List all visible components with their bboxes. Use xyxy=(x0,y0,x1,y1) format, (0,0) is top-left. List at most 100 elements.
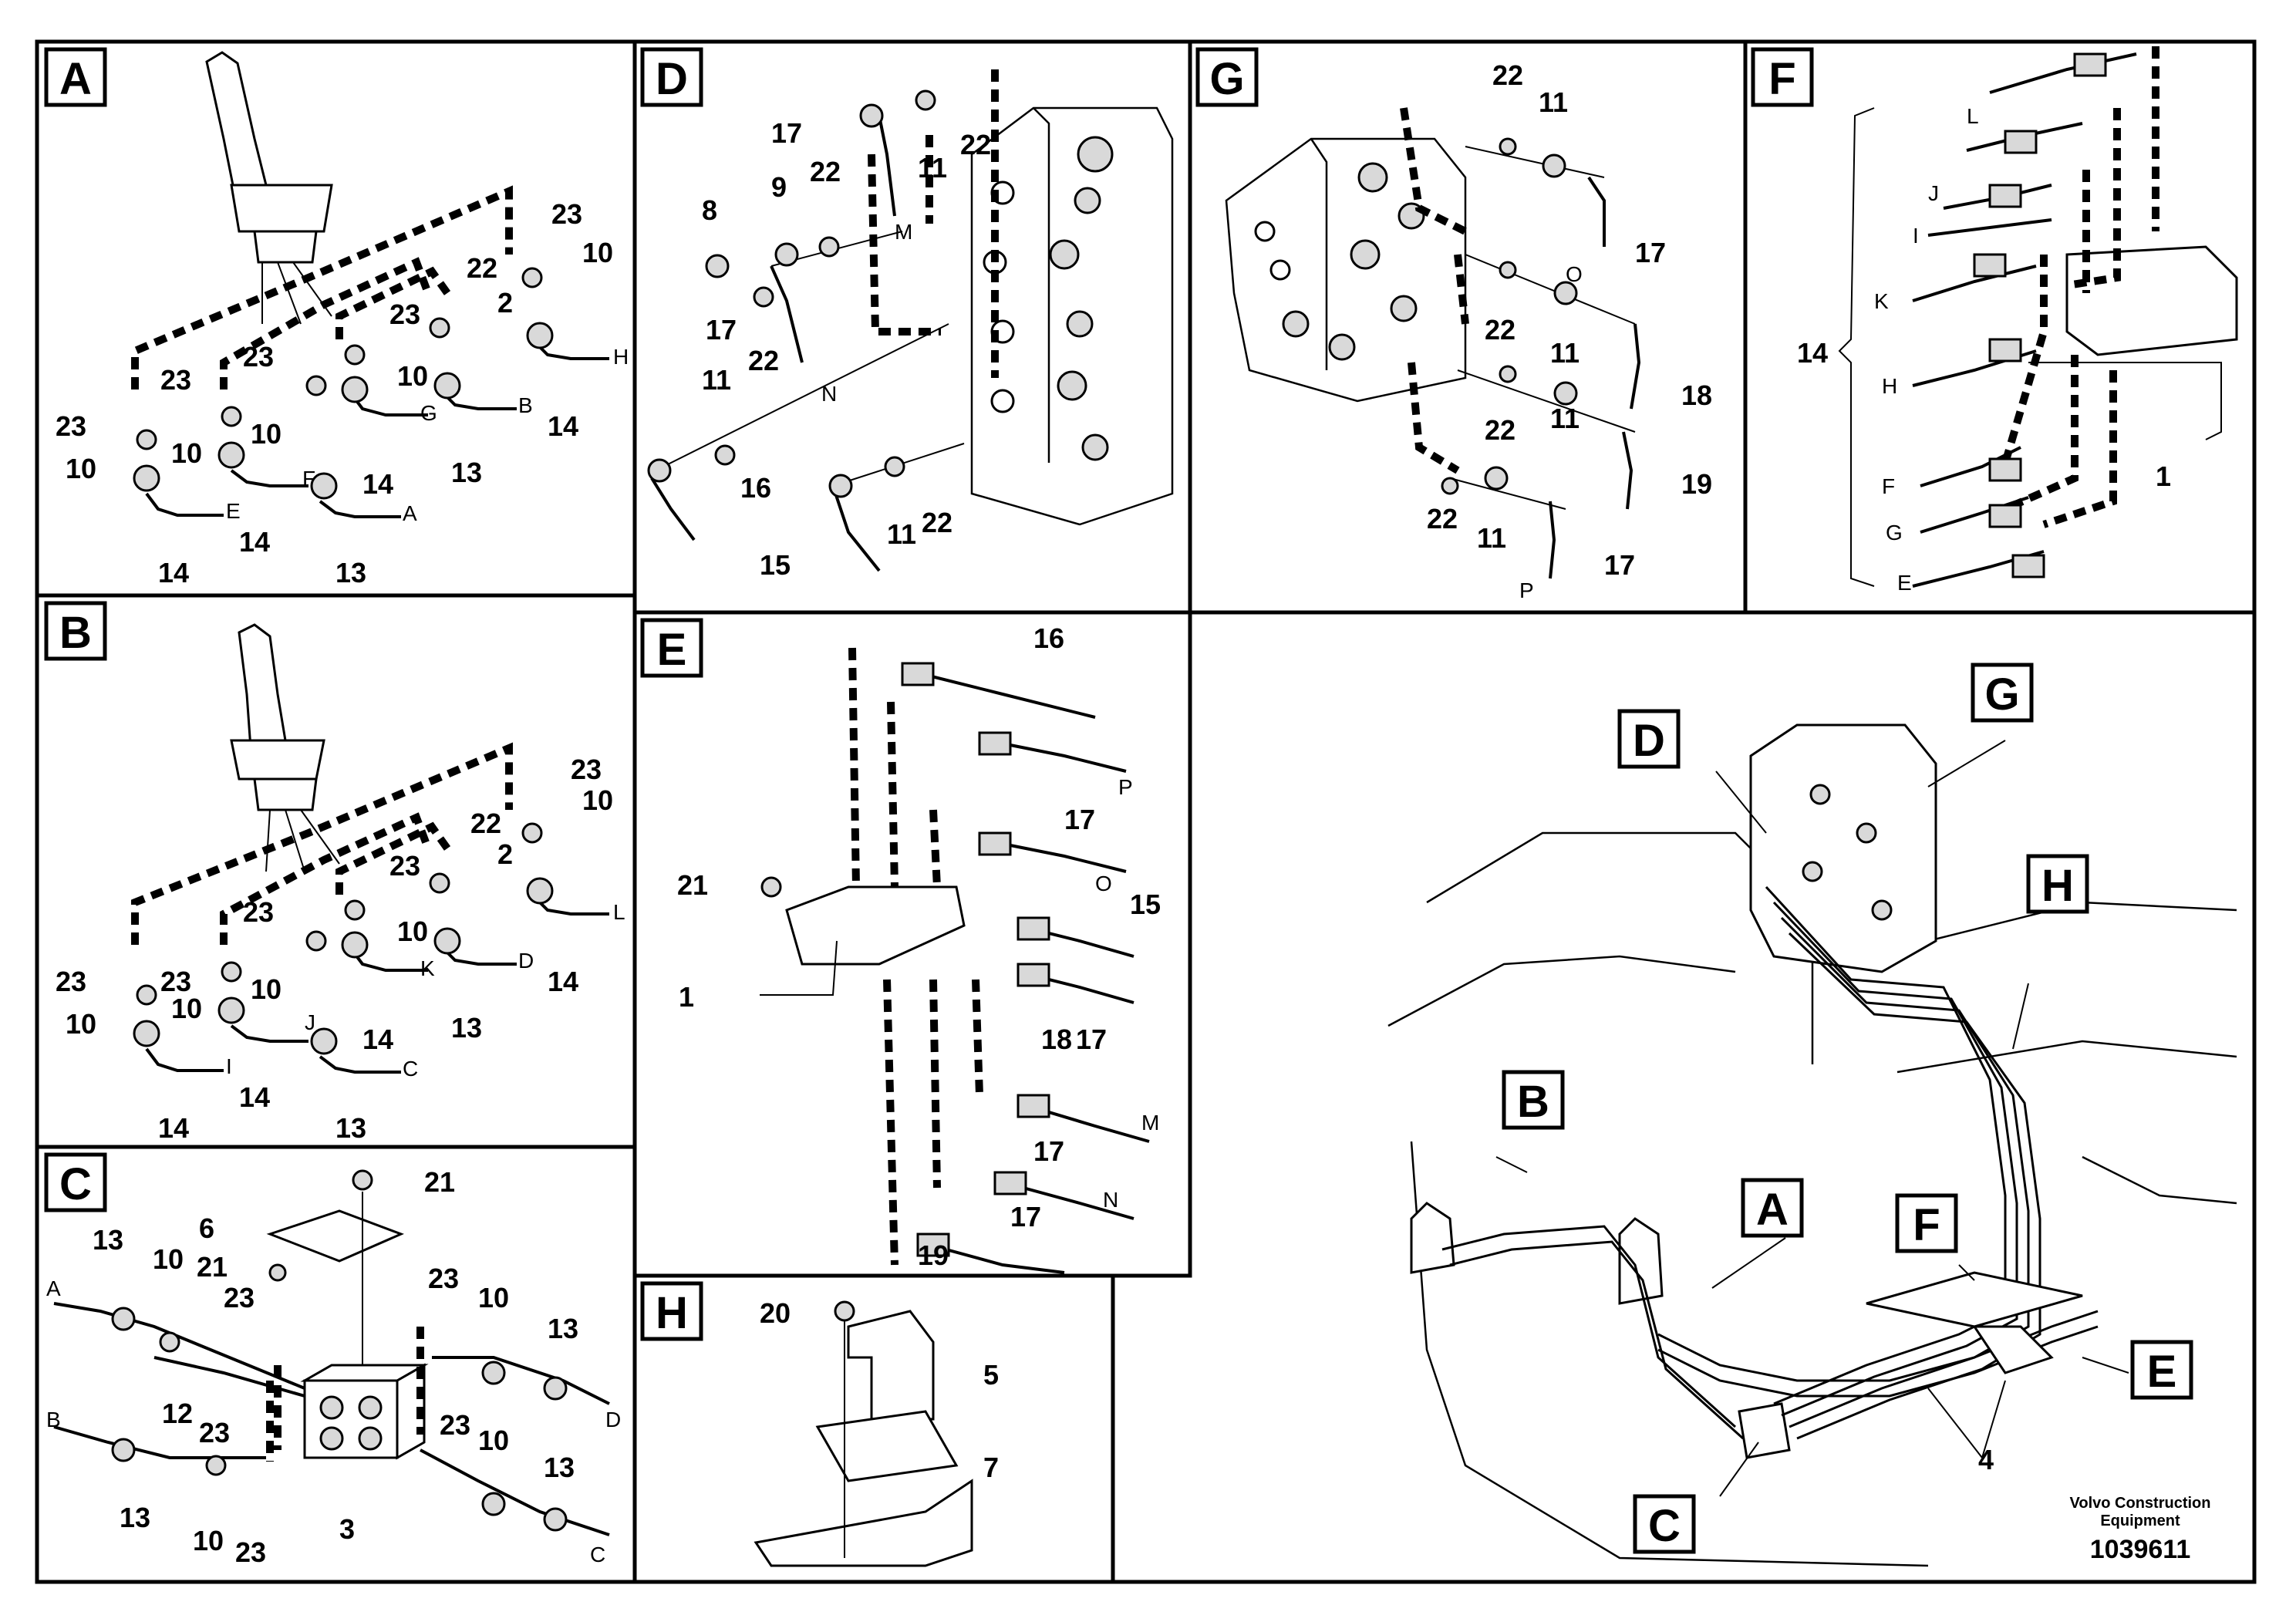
hose-end-label: P xyxy=(1118,775,1133,799)
part-callout: 22 xyxy=(810,156,841,187)
hose-end-label: I xyxy=(226,1054,232,1078)
part-callout: 17 xyxy=(1010,1201,1041,1233)
part-callout: B xyxy=(1517,1077,1549,1127)
panel-b-drawing: 23 10 22 2 23 10 23 10 23 10 23 10 14 14… xyxy=(56,623,625,1144)
part-callout: 11 xyxy=(1550,403,1580,434)
part-callout: 11 xyxy=(887,518,916,550)
hose-end-label: E xyxy=(1897,571,1912,595)
hose-end-label: C xyxy=(403,1057,418,1081)
panel-b-tag: B xyxy=(44,601,107,661)
part-callout: 21 xyxy=(677,869,708,901)
part-callout: 13 xyxy=(451,457,482,488)
part-callout: 22 xyxy=(467,252,497,284)
part-callout: 16 xyxy=(1033,622,1064,654)
part-callout: 22 xyxy=(470,808,501,839)
part-callout: 2 xyxy=(497,838,513,870)
panel-h-tag: H xyxy=(640,1281,703,1341)
part-callout: 14 xyxy=(158,557,189,588)
part-callout: 23 xyxy=(428,1263,459,1294)
part-callout: 14 xyxy=(239,526,270,558)
part-callout: 17 xyxy=(1604,549,1635,581)
part-callout: 10 xyxy=(66,1008,96,1040)
part-callout: 23 xyxy=(243,341,274,373)
part-callout: 17 xyxy=(1064,804,1095,835)
part-callout: 15 xyxy=(760,549,791,581)
hose-end-label: B xyxy=(46,1408,61,1431)
part-callout: 13 xyxy=(335,1112,366,1144)
part-callout: G xyxy=(1209,54,1244,104)
part-callout: 10 xyxy=(251,973,282,1005)
panel-g-frame xyxy=(1188,39,1748,615)
part-callout: 21 xyxy=(424,1166,455,1198)
part-callout: 23 xyxy=(571,754,602,785)
part-callout: 10 xyxy=(193,1525,224,1556)
part-callout: 19 xyxy=(1681,468,1712,500)
part-callout: 1 xyxy=(679,981,694,1013)
part-callout: 17 xyxy=(706,314,737,346)
hose-end-label: D xyxy=(518,949,534,973)
part-callout: 11 xyxy=(702,364,731,396)
part-callout: 17 xyxy=(1635,237,1666,268)
part-callout: 10 xyxy=(582,237,613,268)
part-callout: 16 xyxy=(740,472,771,504)
hose-end-label: M xyxy=(895,220,912,244)
panel-c-tag: C xyxy=(44,1152,107,1212)
hose-end-label: H xyxy=(1882,374,1897,398)
panel-d-tag: D xyxy=(640,47,703,107)
hose-end-label: O xyxy=(1095,872,1112,895)
part-callout: 6 xyxy=(199,1212,214,1244)
part-callout: 10 xyxy=(478,1425,509,1456)
hose-end-label: C xyxy=(590,1543,605,1566)
part-callout: 13 xyxy=(548,1313,578,1344)
overview-tag-c: C xyxy=(1633,1494,1696,1554)
drawing-number: 1039611 xyxy=(2090,1535,2191,1564)
hose-end-label: N xyxy=(821,382,837,406)
hose-end-label: G xyxy=(1886,521,1903,545)
part-callout: 23 xyxy=(243,896,274,928)
part-callout: 10 xyxy=(251,418,282,450)
part-callout: 23 xyxy=(551,198,582,230)
sheet-border xyxy=(35,39,2257,1584)
part-callout: 22 xyxy=(960,129,991,160)
hose-end-label: L xyxy=(613,900,625,924)
hose-end-label: K xyxy=(420,956,435,980)
part-callout: 21 xyxy=(197,1251,228,1283)
fitting xyxy=(1973,52,2107,578)
part-callout: 23 xyxy=(160,966,191,997)
part-callout: A xyxy=(1756,1185,1789,1235)
part-callout: 23 xyxy=(389,298,420,330)
panel-g-tag: G xyxy=(1195,47,1259,107)
part-callout: 12 xyxy=(162,1398,193,1429)
part-callout: 3 xyxy=(339,1513,355,1545)
part-callout: 17 xyxy=(1033,1135,1064,1167)
part-callout: 22 xyxy=(748,345,779,376)
part-callout: 14 xyxy=(158,1112,189,1144)
joystick-drawing xyxy=(205,51,333,325)
part-callout: 17 xyxy=(1076,1023,1107,1055)
hose-end-label: F xyxy=(1882,474,1895,498)
hose-end-label: L xyxy=(1967,104,1979,128)
part-callout: 19 xyxy=(918,1239,949,1271)
panel-a-drawing: 23 10 22 2 23 10 23 10 23 10 23 10 14 14… xyxy=(56,51,629,588)
part-callout: 22 xyxy=(1492,59,1523,91)
panel-d-drawing: 17 11 22 9 22 8 17 22 11 16 15 11 22 M N xyxy=(647,69,1174,581)
part-callout: 23 xyxy=(199,1417,230,1448)
part-callout: 13 xyxy=(544,1452,575,1483)
part-callout: 14 xyxy=(362,1023,393,1055)
part-callout: B xyxy=(59,608,92,658)
hose-end-label: H xyxy=(613,345,629,369)
panel-a-tag: A xyxy=(44,47,107,107)
part-callout: 2 xyxy=(497,287,513,319)
hose-end-label: M xyxy=(1141,1111,1159,1135)
control-valve-drawing xyxy=(970,106,1174,526)
part-callout: 9 xyxy=(771,171,787,203)
hose-end-label: B xyxy=(518,393,533,417)
part-callout: 23 xyxy=(440,1409,470,1441)
hose-end-label: E xyxy=(226,499,241,523)
part-callout: 10 xyxy=(171,993,202,1024)
part-callout: D xyxy=(656,54,688,104)
part-callout: 23 xyxy=(56,966,86,997)
hose-end-label: A xyxy=(46,1276,61,1300)
hose-end-label: I xyxy=(1913,224,1919,248)
